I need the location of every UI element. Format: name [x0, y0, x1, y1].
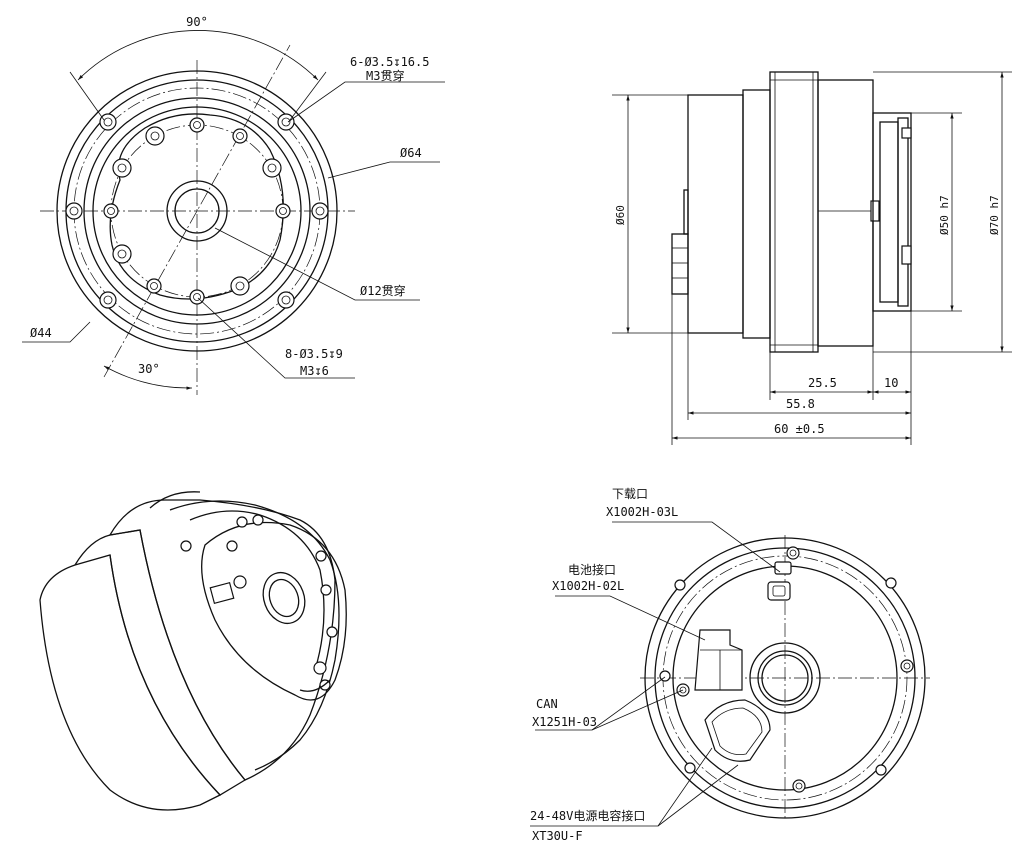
diameter-64-label: Ø64 [400, 146, 422, 160]
side-view-dimensions: Ø60 Ø50 h7 Ø70 h7 25.5 10 55.8 60 ±0.5 [612, 71, 1012, 445]
length-55-8-label: 55.8 [786, 397, 815, 411]
diameter-70-h7-label: Ø70 h7 [988, 195, 1001, 235]
diameter-44-label: Ø44 [30, 326, 52, 340]
outer-holes-callout: 6-Ø3.5↧16.5 [350, 55, 429, 69]
bore-callout: Ø12贯穿 [360, 283, 406, 298]
can-port-label: CAN [536, 697, 558, 711]
angle-90-label: 90° [186, 15, 208, 29]
power-port-label: 24-48V电源电容接口 [530, 808, 645, 823]
battery-port-part: X1002H-02L [552, 579, 624, 593]
side-view-body [671, 71, 912, 353]
front-view-dimensions: 90° 6-Ø3.5↧16.5 M3贯穿 Ø64 Ø44 Ø12贯穿 8-Ø3.… [22, 15, 445, 390]
length-60-label: 60 ±0.5 [774, 422, 825, 436]
front-view: 90° 6-Ø3.5↧16.5 M3贯穿 Ø64 Ø44 Ø12贯穿 8-Ø3.… [22, 15, 445, 395]
diameter-50-h7-label: Ø50 h7 [938, 195, 951, 235]
rear-view-body [640, 535, 930, 820]
inner-holes-callout: 8-Ø3.5↧9 [285, 347, 343, 361]
download-port-label: 下载口 [612, 487, 648, 501]
front-view-body [40, 44, 355, 395]
battery-port-label: 电池接口 [568, 562, 616, 577]
can-port-part: X1251H-03 [532, 715, 597, 729]
rear-view-callouts: 下载口 X1002H-03L 电池接口 X1002H-02L CAN X1251… [530, 487, 781, 843]
diameter-60-label: Ø60 [614, 205, 627, 225]
length-10-label: 10 [884, 376, 898, 390]
rear-view: 下载口 X1002H-03L 电池接口 X1002H-02L CAN X1251… [530, 487, 930, 843]
front-view-outer-holes [65, 113, 329, 309]
front-view-inner-holes [103, 117, 291, 305]
isometric-view [39, 491, 347, 811]
outer-holes-thread: M3贯穿 [366, 68, 404, 83]
side-view: Ø60 Ø50 h7 Ø70 h7 25.5 10 55.8 60 ±0.5 [612, 71, 1012, 445]
length-25-5-label: 25.5 [808, 376, 837, 390]
angle-30-label: 30° [138, 362, 160, 376]
power-port-part: XT30U-F [532, 829, 583, 843]
inner-holes-thread: M3↧6 [300, 364, 329, 378]
download-port-part: X1002H-03L [606, 505, 678, 519]
